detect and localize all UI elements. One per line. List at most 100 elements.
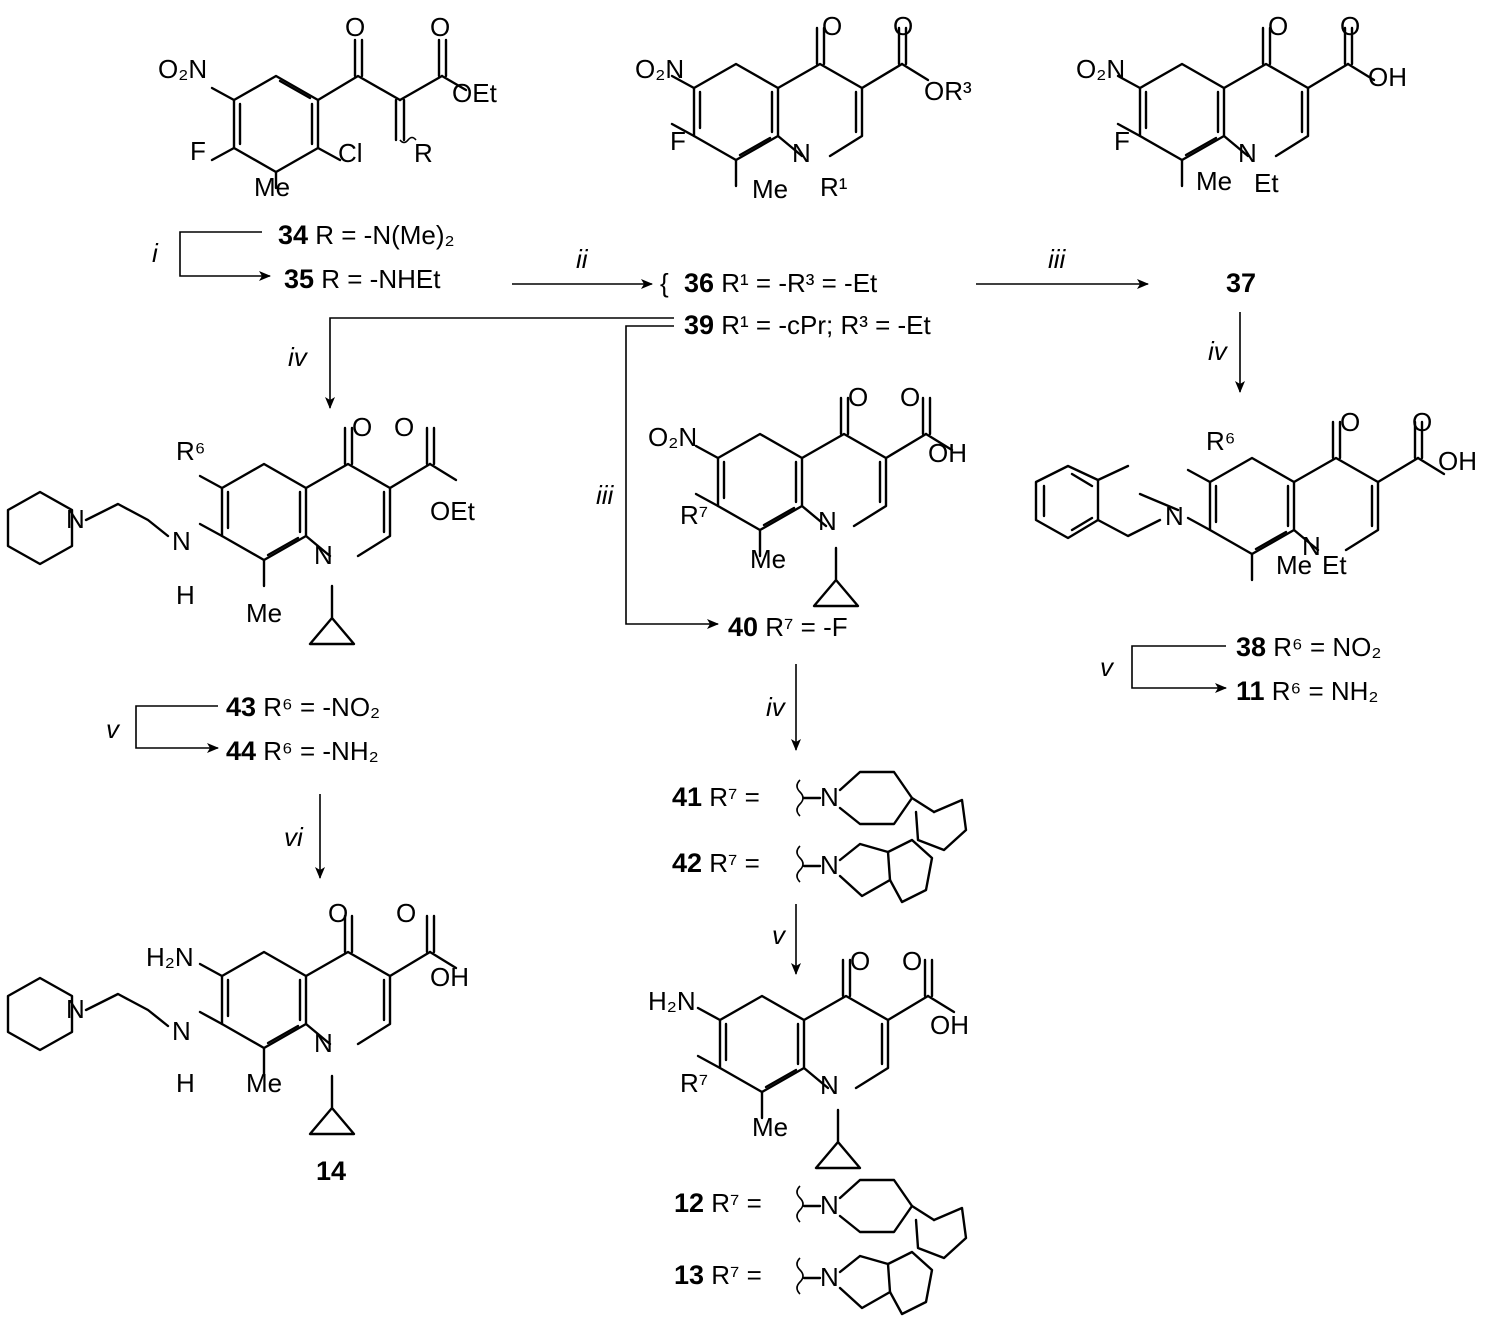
svg-text:iv: iv xyxy=(288,342,309,372)
label-40: 40 R⁷ = -F xyxy=(728,612,848,642)
atom-n: N xyxy=(314,540,333,570)
svg-text:v: v xyxy=(1100,652,1115,682)
atom-o: O xyxy=(345,12,365,42)
label-42: 42 R⁷ = xyxy=(672,848,760,878)
atom-oet: OEt xyxy=(430,496,476,526)
label-12: 12 R⁷ = xyxy=(674,1188,762,1218)
atom-oh: OH xyxy=(928,438,967,468)
atom-o: O xyxy=(822,11,842,41)
atom-me: Me xyxy=(246,598,282,628)
label-13: 13 R⁷ = xyxy=(674,1260,762,1290)
label-41: 41 R⁷ = xyxy=(672,782,760,812)
atom-me: Me xyxy=(752,174,788,204)
atom-n: N xyxy=(820,782,839,812)
atom-n: N xyxy=(820,850,839,880)
arrow-step-iii-to-37: iii xyxy=(976,244,1149,289)
atom-me: Me xyxy=(246,1068,282,1098)
atom-h: H xyxy=(176,1068,195,1098)
atom-n: N xyxy=(792,138,811,168)
compound-34-35-structure: O O O₂N OEt F Cl R Me xyxy=(158,12,498,202)
label-35: 35 R = -NHEt xyxy=(284,264,441,294)
svg-text:iv: iv xyxy=(766,692,787,722)
arrow-step-iv-to-43: iv xyxy=(288,317,674,409)
atom-o: O xyxy=(850,946,870,976)
arrow-step-ii: ii xyxy=(512,244,653,289)
compound-38-11-structure: O O R⁶ OH N N Me Et xyxy=(1034,407,1477,582)
compound-40-structure: O O O₂N OH R⁷ N Me xyxy=(648,382,967,608)
atom-o: O xyxy=(1340,407,1360,437)
atom-o: O xyxy=(900,382,920,412)
svg-text:ii: ii xyxy=(576,244,589,274)
brace: { xyxy=(660,268,669,298)
arrow-step-vi-to-14: vi xyxy=(284,794,325,879)
atom-n: N xyxy=(820,1262,839,1292)
atom-r7: R⁷ xyxy=(680,500,708,530)
arrow-step-iv-to-38: iv xyxy=(1208,312,1245,393)
atom-cl: Cl xyxy=(338,138,363,168)
arrow-step-v-to-12-13: v xyxy=(772,904,801,975)
label-43: 43 R⁶ = -NO₂ xyxy=(226,692,380,722)
atom-o: O xyxy=(430,12,450,42)
label-34: 34 R = -N(Me)₂ xyxy=(278,220,455,250)
svg-text:iv: iv xyxy=(1208,336,1229,366)
atom-oh: OH xyxy=(1368,62,1407,92)
fragment-isoindoline-13: N xyxy=(796,1250,934,1316)
label-37: 37 xyxy=(1226,268,1256,298)
atom-me: Me xyxy=(752,1112,788,1142)
svg-text:v: v xyxy=(772,920,787,950)
label-39: 39 R¹ = -cPr; R³ = -Et xyxy=(684,310,932,340)
atom-o: O xyxy=(328,898,348,928)
label-11: 11 R⁶ = NH₂ xyxy=(1236,676,1379,706)
svg-text:iii: iii xyxy=(1048,244,1067,274)
arrow-step-iv-to-41-42: iv xyxy=(766,664,801,751)
compound-37-structure: O O O₂N OH F N Me Et xyxy=(1076,11,1407,198)
atom-n: N xyxy=(1165,501,1184,531)
atom-n: N xyxy=(1238,138,1257,168)
atom-o2n: O₂N xyxy=(158,54,207,84)
arrow-step-v-to-44: v xyxy=(106,705,219,753)
fragment-phenylpiperidine-12: N xyxy=(796,1178,968,1260)
atom-n: N xyxy=(172,1016,191,1046)
atom-me: Me xyxy=(1196,166,1232,196)
atom-h2n: H₂N xyxy=(146,942,194,972)
atom-me: Me xyxy=(1276,550,1312,580)
svg-text:i: i xyxy=(152,238,159,268)
atom-n: N xyxy=(818,506,837,536)
atom-o: O xyxy=(902,946,922,976)
fragment-isoindoline-42: N xyxy=(796,838,934,904)
atom-or3: OR³ xyxy=(924,76,972,106)
atom-n: N xyxy=(314,1028,333,1058)
svg-text:v: v xyxy=(106,714,121,744)
atom-oh: OH xyxy=(430,962,469,992)
atom-o2n: O₂N xyxy=(635,54,684,84)
atom-r: R xyxy=(414,138,433,168)
label-14: 14 xyxy=(316,1156,346,1186)
atom-n: N xyxy=(820,1070,839,1100)
atom-o: O xyxy=(848,382,868,412)
atom-f: F xyxy=(190,136,206,166)
atom-o: O xyxy=(1412,407,1432,437)
svg-text:iii: iii xyxy=(596,480,615,510)
atom-n: N xyxy=(1302,531,1321,561)
atom-r7: R⁷ xyxy=(680,1068,708,1098)
atom-o2n: O₂N xyxy=(1076,54,1125,84)
fragment-phenylpiperidine-41: N xyxy=(796,770,968,852)
atom-r1: R¹ xyxy=(820,172,848,202)
compound-12-13-structure: O O H₂N OH R⁷ N Me xyxy=(648,946,969,1170)
atom-o: O xyxy=(394,412,414,442)
label-36: 36 R¹ = -R³ = -Et xyxy=(684,268,878,298)
atom-n: N xyxy=(172,526,191,556)
atom-f: F xyxy=(670,126,686,156)
atom-o2n: O₂N xyxy=(648,422,697,452)
atom-et: Et xyxy=(1254,168,1279,198)
atom-o: O xyxy=(1268,11,1288,41)
atom-me: Me xyxy=(254,172,290,202)
svg-text:vi: vi xyxy=(284,822,304,852)
arrow-step-v-to-11: v xyxy=(1100,645,1227,693)
atom-oet: OEt xyxy=(452,78,498,108)
arrow-step-iii-to-40: iii xyxy=(596,325,719,629)
atom-oh: OH xyxy=(930,1010,969,1040)
label-38: 38 R⁶ = NO₂ xyxy=(1236,632,1381,662)
atom-o: O xyxy=(352,412,372,442)
